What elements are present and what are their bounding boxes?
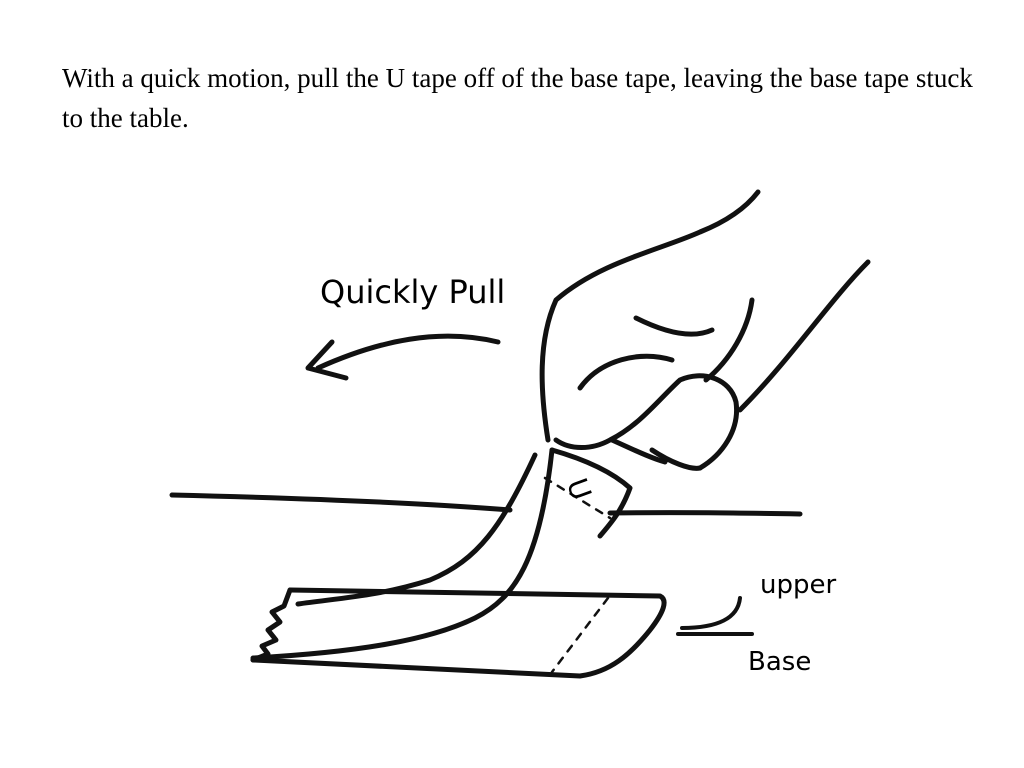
- pull-label: Quickly Pull: [320, 273, 505, 311]
- arrow-left-icon: [305, 333, 501, 381]
- tape-letter: U: [560, 474, 598, 505]
- label-leaders: [676, 596, 754, 636]
- base-label: Base: [748, 647, 811, 677]
- upper-tape-icon: U: [250, 447, 633, 661]
- upper-label: upper: [760, 570, 836, 600]
- tape-strip-icon: [250, 587, 667, 679]
- hand-icon: [539, 189, 871, 471]
- table-edge-icon: [169, 492, 803, 517]
- instruction-text: With a quick motion, pull the U tape off…: [62, 63, 973, 133]
